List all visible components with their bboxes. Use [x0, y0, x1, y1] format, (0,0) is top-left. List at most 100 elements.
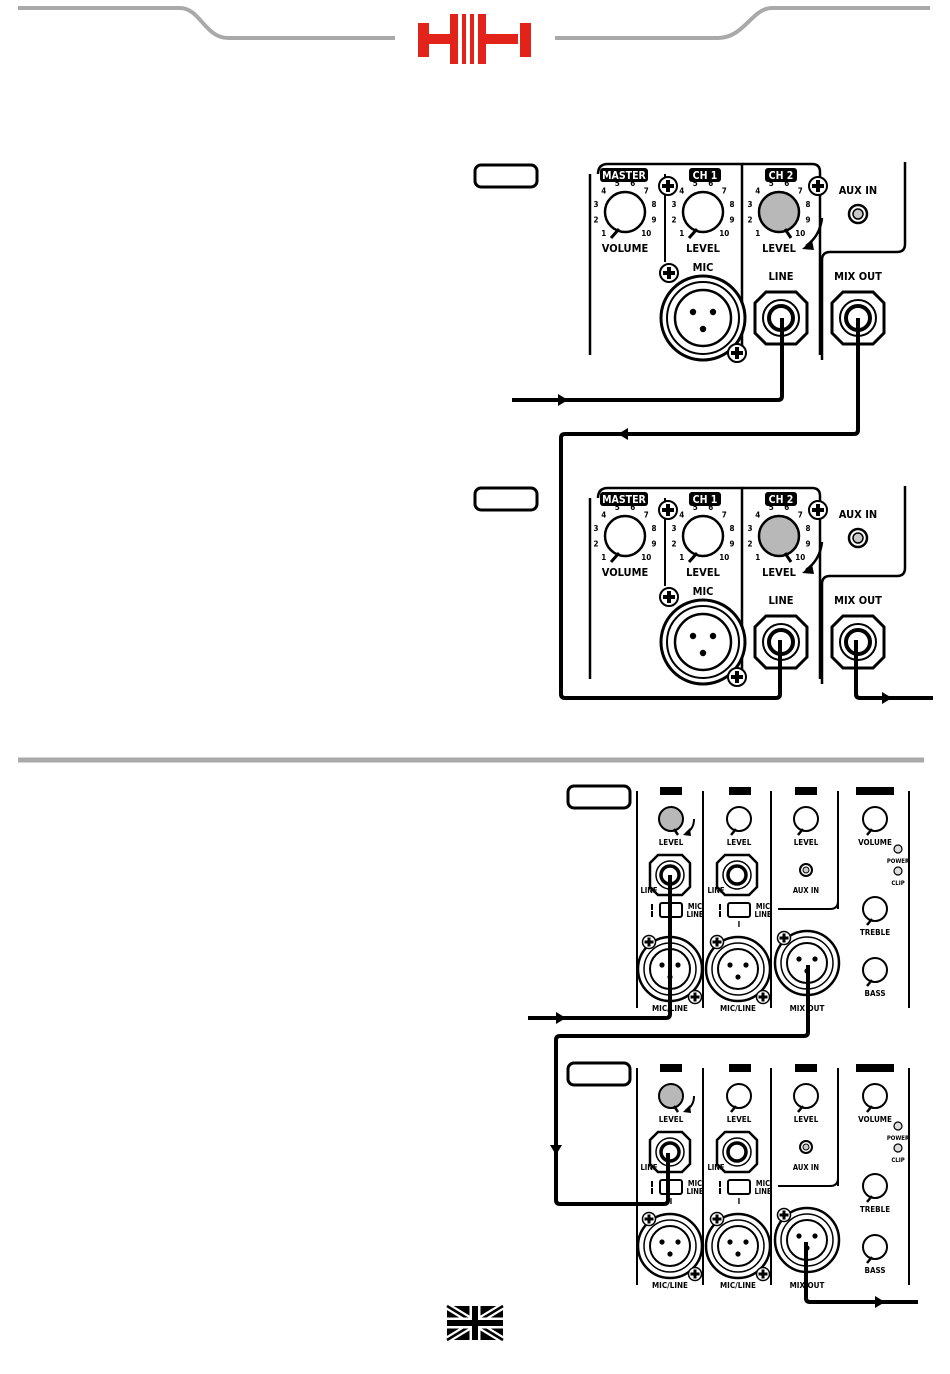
aux-level-knob[interactable]: [792, 805, 820, 837]
ch2-label-bg: [765, 168, 797, 182]
master-volume-label: VOLUME: [602, 566, 649, 579]
master-volume-knob[interactable]: [861, 1082, 889, 1114]
ch2-scale-3: 3: [747, 200, 752, 209]
bass-knob[interactable]: [861, 1233, 889, 1265]
channel-tag: [729, 787, 751, 795]
channel-tag: [660, 787, 682, 795]
ch2-scale-5: 5: [769, 179, 774, 188]
ch2-scale-9: 9: [805, 216, 810, 225]
screw-icon: [687, 1266, 703, 1282]
ch1-label: CH 1: [693, 494, 718, 506]
power-label: POWER: [887, 858, 910, 865]
unit-label-box-4: [566, 1061, 632, 1087]
screw-icon: [709, 1211, 725, 1227]
master-scale-4: 4: [601, 511, 606, 520]
ch2-level-knob[interactable]: [725, 1082, 753, 1114]
master-scale-3: 3: [593, 524, 598, 533]
ch2-level-knob[interactable]: [725, 805, 753, 837]
screw-icon: [658, 176, 678, 196]
clip-led: [893, 866, 903, 876]
ch2-mic-line-switch[interactable]: [727, 902, 751, 918]
ch1-scale-2: 2: [671, 540, 676, 549]
ch1-mic-line-switch[interactable]: [659, 1179, 683, 1195]
power-label: POWER: [887, 1135, 910, 1142]
master-scale-7: 7: [644, 511, 649, 520]
ch1-level-knob[interactable]: [657, 1082, 685, 1114]
aux-level-label: LEVEL: [794, 1115, 819, 1124]
ch1-scale-8: 8: [729, 524, 734, 533]
ch2-switch-mic-label: MIC: [756, 902, 770, 911]
ch1-switch-mic-label: MIC: [688, 1179, 702, 1188]
master-label: MASTER: [602, 494, 646, 506]
ch1-scale-7: 7: [722, 511, 727, 520]
ch2-scale-6: 6: [784, 179, 789, 188]
ch2-level-knob[interactable]: [757, 514, 801, 564]
channel-tag: [729, 1064, 751, 1072]
cable-arrows-1: [558, 394, 892, 704]
master-scale-9: 9: [651, 216, 656, 225]
bass-knob[interactable]: [861, 956, 889, 988]
screw-icon: [755, 1266, 771, 1282]
ch2-level-knob[interactable]: [757, 190, 801, 240]
aux-in-label: AUX IN: [839, 184, 877, 197]
aux-in-label: AUX IN: [793, 1163, 820, 1172]
screw-icon: [659, 263, 679, 283]
master-scale-6: 6: [630, 179, 635, 188]
cable-routing-2: [528, 875, 918, 1304]
channel-tag: [660, 1064, 682, 1072]
ch2-scale-8: 8: [805, 200, 810, 209]
ch1-scale-10: 10: [719, 229, 729, 238]
ch2-scale-9: 9: [805, 540, 810, 549]
aux-in-label: AUX IN: [839, 508, 877, 521]
ch1-scale-5: 5: [693, 179, 698, 188]
ch1-scale-4: 4: [679, 187, 684, 196]
screw-icon: [808, 176, 828, 196]
ch1-scale-3: 3: [671, 200, 676, 209]
ch1-switch-mic-label: MIC: [688, 902, 702, 911]
clip-label: CLIP: [891, 880, 904, 887]
ch2-scale-1: 1: [755, 229, 760, 238]
ch1-label: CH 1: [693, 170, 718, 182]
treble-knob[interactable]: [861, 895, 889, 927]
master-scale-4: 4: [601, 187, 606, 196]
master-scale-5: 5: [615, 179, 620, 188]
ch2-index: I: [738, 920, 741, 929]
channel-tag: [856, 787, 894, 795]
master-scale-8: 8: [651, 200, 656, 209]
screw-icon: [776, 1207, 792, 1223]
ch1-scale-3: 3: [671, 524, 676, 533]
ch1-scale-9: 9: [729, 216, 734, 225]
channel-tag: [795, 1064, 817, 1072]
master-volume-knob[interactable]: [861, 805, 889, 837]
master-volume-knob[interactable]: [603, 514, 647, 564]
ch2-mic-line-switch[interactable]: [727, 1179, 751, 1195]
master-volume-label: VOLUME: [858, 838, 892, 847]
ch1-scale-4: 4: [679, 511, 684, 520]
ch1-level-knob[interactable]: [657, 805, 685, 837]
ch1-label-bg: [689, 168, 721, 182]
ch2-index: I: [738, 1197, 741, 1206]
screw-icon: [727, 343, 747, 363]
master-label: MASTER: [602, 170, 646, 182]
ch2-line-label: LINE: [707, 1163, 724, 1172]
ch1-level-knob[interactable]: [681, 514, 725, 564]
screw-icon: [659, 587, 679, 607]
master-volume-knob[interactable]: [603, 190, 647, 240]
ch1-switch-line-label: LINE: [686, 1187, 703, 1196]
master-scale-3: 3: [593, 200, 598, 209]
ch1-level-label: LEVEL: [659, 838, 684, 847]
treble-knob[interactable]: [861, 1172, 889, 1204]
ch2-scale-10: 10: [795, 553, 805, 562]
header-band: [18, 6, 930, 40]
master-scale-1: 1: [601, 229, 606, 238]
ch1-level-knob[interactable]: [681, 190, 725, 240]
ch2-scale-4: 4: [755, 187, 760, 196]
ch2-scale-3: 3: [747, 524, 752, 533]
ch1-mic-line-label: MIC/LINE: [652, 1281, 688, 1290]
master-label-bg: [600, 168, 648, 182]
aux-level-knob[interactable]: [792, 1082, 820, 1114]
cable-routing-1: [512, 318, 933, 700]
